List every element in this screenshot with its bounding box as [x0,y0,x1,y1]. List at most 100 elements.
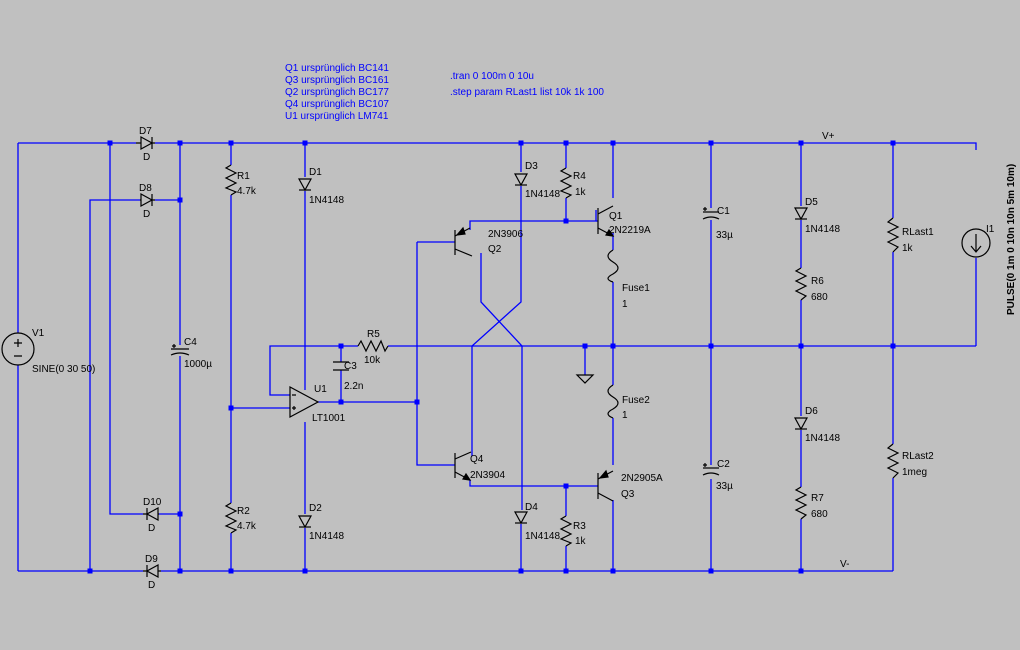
note-q3[interactable]: Q3 ursprünglich BC161 [285,75,389,86]
q3-name: Q3 [621,489,635,500]
d7-value: D [143,152,150,163]
diode-icon [145,506,159,522]
diode-d8[interactable]: D8 D [139,183,155,220]
resistor-icon [794,486,808,520]
d3-name: D3 [525,161,538,172]
i1-name: I1 [986,224,995,235]
diode-d6[interactable]: D6 1N4148 [793,406,840,444]
resistor-icon [886,217,900,253]
note-q1[interactable]: Q1 ursprünglich BC141 [285,63,389,74]
capacitor-c2[interactable]: C2 33µ [702,459,733,492]
c4-name: C4 [184,337,197,348]
current-source-icon [961,228,991,258]
d9-value: D [148,580,155,591]
d4-name: D4 [525,502,538,513]
resistor-rlast2[interactable]: RLast2 1meg [886,443,934,479]
diode-icon [145,563,159,579]
c2-name: C2 [717,459,730,470]
fuse-icon [607,384,619,419]
fuse1-name: Fuse1 [622,283,650,294]
resistor-icon [357,339,389,353]
resistor-r7[interactable]: R7 680 [794,486,828,520]
diode-d5[interactable]: D5 1N4148 [793,197,840,235]
capacitor-icon [333,361,349,371]
u1-value: LT1001 [312,413,346,424]
resistor-r2[interactable]: R2 4.7k [224,502,257,534]
diode-d1[interactable]: D1 1N4148 [297,167,344,206]
r4-name: R4 [573,171,586,182]
spice-directives[interactable]: Q1 ursprünglich BC141 Q3 ursprünglich BC… [285,63,604,122]
opamp-u1[interactable]: U1 LT1001 [289,384,346,424]
r6-name: R6 [811,276,824,287]
r3-value: 1k [575,536,587,547]
rlast2-value: 1meg [902,467,927,478]
net-label-vplus: V+ [822,131,835,142]
resistor-r5[interactable]: R5 10k [357,329,389,366]
fuse-icon [607,249,619,283]
diode-icon [140,135,154,151]
i1-value: PULSE(0 1m 0 10n 10n 5m 10m) [1006,164,1017,315]
resistor-r1[interactable]: R1 4.7k [224,164,257,197]
fuse1-value: 1 [622,299,628,310]
note-q2[interactable]: Q2 ursprünglich BC177 [285,87,389,98]
r2-name: R2 [237,506,250,517]
diode-d10[interactable]: D10 D [143,497,162,534]
c4-value: 1000µ [184,359,212,370]
fuse2-value: 1 [622,410,628,421]
transistor-q2[interactable]: 2N3906 Q2 [454,226,523,257]
r4-value: 1k [575,187,587,198]
q3-value: 2N2905A [621,473,663,484]
step-directive[interactable]: .step param RLast1 list 10k 1k 100 [450,87,604,98]
d5-value: 1N4148 [805,224,840,235]
diode-d3[interactable]: D3 1N4148 [513,161,560,200]
diode-d7[interactable]: D7 D [136,126,155,163]
rlast1-name: RLast1 [902,227,934,238]
tran-directive[interactable]: .tran 0 100m 0 10u [450,71,534,82]
resistor-r3[interactable]: R3 1k [559,515,587,547]
d10-value: D [148,523,155,534]
resistor-icon [224,502,238,534]
v1-name: V1 [32,328,45,339]
diode-d4[interactable]: D4 1N4148 [513,502,560,542]
diode-d9[interactable]: D9 D [143,554,161,591]
note-q4[interactable]: Q4 ursprünglich BC107 [285,99,389,110]
d4-value: 1N4148 [525,531,560,542]
r5-value: 10k [364,355,381,366]
d2-name: D2 [309,503,322,514]
v1-value: SINE(0 30 50) [32,364,95,375]
resistor-icon [224,164,238,196]
transistor-q3[interactable]: 2N2905A Q3 [597,469,663,502]
fuse-fuse1[interactable]: Fuse1 1 [607,249,650,310]
note-u1[interactable]: U1 ursprünglich LM741 [285,111,389,122]
diode-icon [513,511,529,525]
d1-name: D1 [309,167,322,178]
fuse-fuse2[interactable]: Fuse2 1 [607,384,650,421]
diode-d2[interactable]: D2 1N4148 [297,503,344,542]
net-label-vminus: V- [840,559,849,570]
voltage-source-icon [1,332,35,366]
capacitor-c1[interactable]: C1 33µ [702,206,733,241]
transistor-q1[interactable]: Q1 2N2219A [597,205,651,237]
r3-name: R3 [573,521,586,532]
resistor-icon [559,167,573,199]
source-i1[interactable]: I1 PULSE(0 1m 0 10n 10n 5m 10m) [961,164,1017,315]
transistor-q4[interactable]: Q4 2N3904 [454,451,505,481]
d9-name: D9 [145,554,158,565]
source-v1[interactable]: V1 SINE(0 30 50) [1,328,95,375]
capacitor-c3[interactable]: C3 2.2n [333,361,363,392]
resistor-r6[interactable]: R6 680 [794,267,828,303]
resistor-rlast1[interactable]: RLast1 1k [886,217,934,254]
r7-name: R7 [811,493,824,504]
rlast1-value: 1k [902,243,914,254]
resistor-r4[interactable]: R4 1k [559,167,587,199]
q1-name: Q1 [609,211,623,222]
d6-name: D6 [805,406,818,417]
diode-icon [297,515,313,529]
q2-value: 2N3906 [488,229,523,240]
resistor-icon [886,443,900,479]
c2-value: 33µ [716,481,733,492]
capacitor-c4[interactable]: C4 1000µ [170,337,212,370]
d6-value: 1N4148 [805,433,840,444]
c3-value: 2.2n [344,381,363,392]
